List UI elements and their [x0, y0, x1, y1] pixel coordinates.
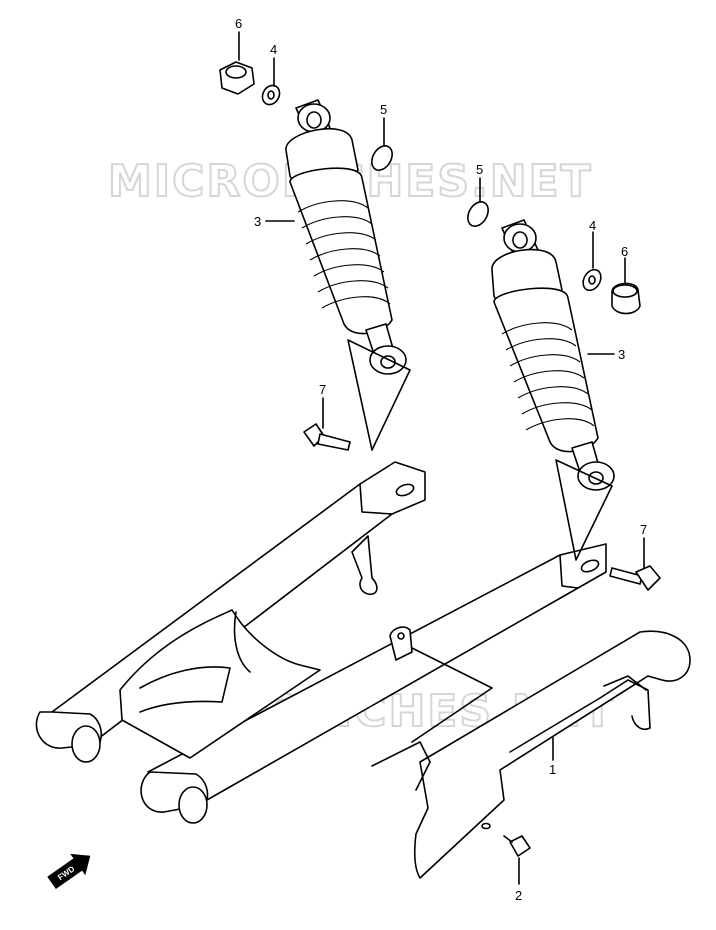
- cap-nut-right: [611, 282, 641, 315]
- callout-4-left: 4: [270, 42, 277, 57]
- callout-2: 2: [515, 888, 522, 903]
- callout-3-right: 3: [618, 347, 625, 362]
- bolt-right: [609, 565, 661, 591]
- callout-7-left: 7: [319, 382, 326, 397]
- washer-right-4: [582, 268, 602, 292]
- swingarm: [35, 461, 607, 824]
- leader-lines: [238, 31, 645, 885]
- callout-5-left: 5: [380, 102, 387, 117]
- callout-4-right: 4: [589, 218, 596, 233]
- washer-right-4-hole: [588, 275, 596, 285]
- washer-left-4: [261, 84, 281, 106]
- bolt-left: [303, 423, 351, 451]
- cap-nut-left: [219, 61, 255, 95]
- washer-left-4-hole: [267, 90, 275, 100]
- callout-5-right: 5: [476, 162, 483, 177]
- callout-6-left: 6: [235, 16, 242, 31]
- shock-absorber-left: [285, 99, 411, 451]
- fwd-arrow-badge: FWD: [47, 853, 91, 890]
- washer-left-5: [371, 145, 393, 171]
- callout-3-left: 3: [254, 214, 261, 229]
- washer-right-5: [467, 201, 489, 227]
- chain-case: [371, 630, 691, 879]
- callout-6-right: 6: [621, 244, 628, 259]
- callout-7-right: 7: [640, 522, 647, 537]
- callout-1: 1: [549, 762, 556, 777]
- shock-absorber-right: [491, 219, 615, 561]
- screw: [503, 835, 531, 857]
